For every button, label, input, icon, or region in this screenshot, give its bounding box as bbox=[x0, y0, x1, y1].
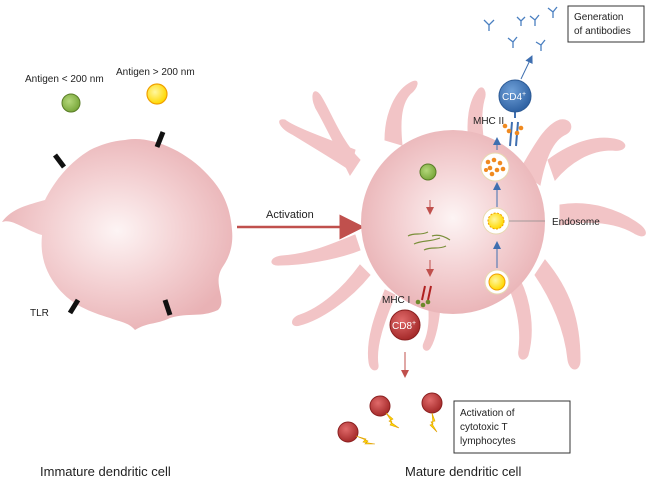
cd8-label: CD8+ bbox=[392, 320, 416, 332]
antigen-fragments bbox=[484, 157, 506, 177]
mhc1-label: MHC I bbox=[382, 295, 410, 306]
antibody-arrow bbox=[520, 55, 533, 80]
phagocytosed-large-antigen bbox=[488, 273, 506, 291]
svg-text:of antibodies: of antibodies bbox=[574, 26, 631, 37]
mature-caption: Mature dendritic cell bbox=[405, 464, 521, 479]
svg-text:lymphocytes: lymphocytes bbox=[460, 436, 516, 447]
immature-dendritic-cell: TLR bbox=[2, 131, 233, 330]
cd8-t-cell: CD8+ bbox=[389, 309, 421, 378]
svg-text:Generation: Generation bbox=[574, 12, 623, 23]
large-antigen-particle bbox=[146, 83, 168, 105]
endosome-label: Endosome bbox=[552, 217, 600, 228]
cd8-cell bbox=[389, 309, 421, 341]
antigen-small-label: Antigen < 200 nm bbox=[25, 74, 104, 85]
mhc2-receptor bbox=[502, 121, 524, 147]
internalised-small-antigen bbox=[419, 163, 437, 181]
free-antigens: Antigen < 200 nm Antigen > 200 nm bbox=[25, 67, 195, 113]
cd4-t-cell: CD4+ bbox=[498, 55, 533, 118]
ctl-cell bbox=[337, 421, 376, 445]
tlr-label: TLR bbox=[30, 308, 49, 319]
peptide-fragments bbox=[407, 231, 451, 251]
tlr-receptor bbox=[53, 153, 66, 169]
mature-cell-body bbox=[361, 130, 545, 314]
ctl-cell bbox=[421, 392, 443, 433]
svg-text:Activation of: Activation of bbox=[460, 408, 515, 419]
antigen-large-label: Antigen > 200 nm bbox=[116, 67, 195, 78]
activation-arrow: Activation bbox=[237, 209, 365, 240]
small-antigen-particle bbox=[61, 93, 81, 113]
cd4-cell bbox=[498, 79, 532, 113]
cytotoxic-t-lymphocytes bbox=[337, 392, 443, 445]
cytotoxic-activation-box: Activation of cytotoxic T lymphocytes bbox=[453, 400, 571, 454]
tlr-receptor bbox=[67, 298, 81, 315]
mature-dendritic-cell: MHC I Endosome MHC II bbox=[271, 80, 646, 371]
mhc2-label: MHC II bbox=[473, 116, 504, 127]
activation-label: Activation bbox=[266, 209, 314, 221]
tlr-receptor bbox=[154, 131, 166, 148]
late-endosome bbox=[480, 152, 510, 182]
cd4-label: CD4+ bbox=[502, 91, 526, 103]
tlr-receptor bbox=[162, 299, 173, 316]
immature-caption: Immature dendritic cell bbox=[40, 464, 171, 479]
immature-cell-body bbox=[2, 139, 233, 330]
endosome-antigen bbox=[487, 212, 505, 230]
ctl-cell bbox=[369, 395, 400, 429]
antibody-generation-box: Generation of antibodies bbox=[567, 5, 645, 43]
mhc1-receptor bbox=[415, 285, 432, 308]
svg-text:cytotoxic T: cytotoxic T bbox=[460, 422, 508, 433]
antibodies bbox=[483, 6, 558, 51]
